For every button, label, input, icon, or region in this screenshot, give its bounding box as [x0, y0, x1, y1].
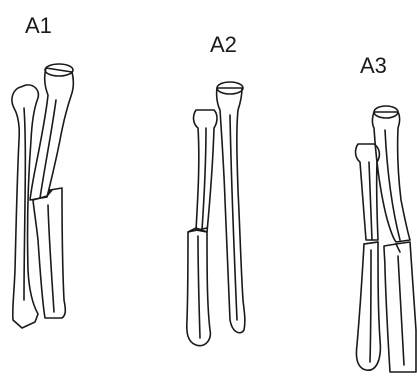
a1-radius-proximal-contour [40, 100, 56, 198]
a1-radius-distal-contour [48, 205, 54, 312]
a3-radius-distal-contour [398, 256, 404, 365]
a3-ulna-distal-contour [370, 250, 371, 362]
a1-ulna-contour [24, 108, 25, 300]
a1-radius-distal [33, 188, 65, 318]
a2-ulna-distal-contour [198, 236, 200, 338]
panel-a2-forearm [187, 82, 245, 346]
a2-ulna-proximal-contour [202, 128, 206, 230]
a3-radius-distal [384, 242, 416, 372]
a2-radius-contour [230, 115, 237, 320]
a3-ulna-proximal-contour [369, 162, 372, 240]
panel-a3-forearm [356, 106, 416, 372]
a3-radius-fracture-line [396, 244, 400, 252]
panel-a1-forearm [12, 64, 73, 328]
a3-ulna-fracture-line [364, 242, 378, 244]
a3-ulna-distal [356, 242, 380, 370]
